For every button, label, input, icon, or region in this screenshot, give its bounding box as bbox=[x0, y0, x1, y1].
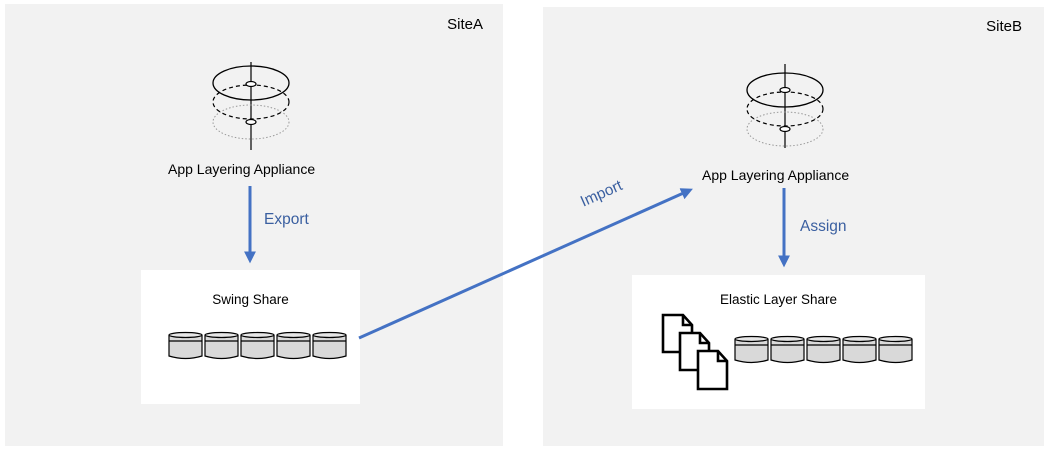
appliance-label-site-a: App Layering Appliance bbox=[168, 161, 316, 177]
appliance-label-site-b: App Layering Appliance bbox=[702, 167, 850, 183]
site-b-label: SiteB bbox=[986, 18, 1022, 35]
site-a-label: SiteA bbox=[447, 16, 483, 33]
swing-share-label: Swing Share bbox=[212, 292, 289, 307]
elastic-layer-share-box: Elastic Layer Share bbox=[632, 275, 925, 409]
swing-share-box: Swing Share bbox=[141, 270, 360, 404]
export-label: Export bbox=[264, 211, 309, 228]
elastic-layer-share-label: Elastic Layer Share bbox=[719, 292, 838, 307]
assign-label: Assign bbox=[800, 218, 847, 235]
